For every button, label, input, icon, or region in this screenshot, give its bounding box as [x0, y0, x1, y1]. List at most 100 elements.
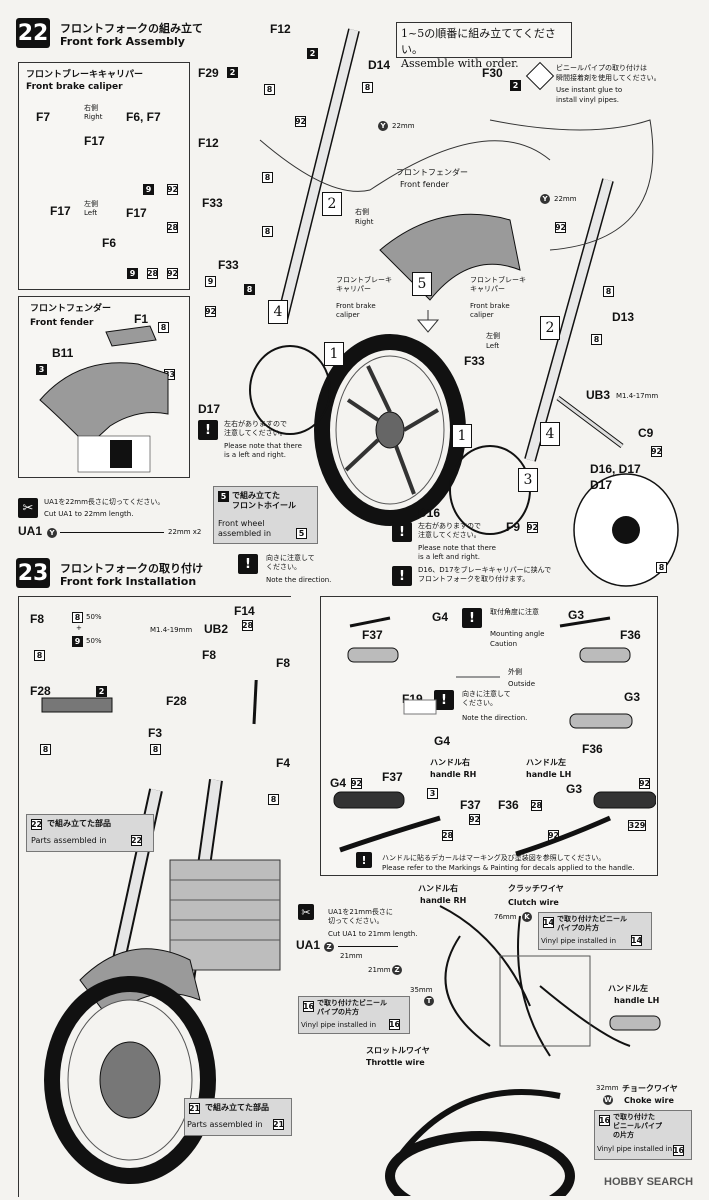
assembled21-box: 21 で組み立てた部品 Parts assembled in 21 [184, 1098, 292, 1136]
rh-jp: ハンドル右 [430, 758, 470, 767]
hp-f37-a: F37 [362, 628, 383, 642]
right-label-jp: 右側 [84, 104, 98, 112]
pipe14-num-a: 14 [542, 917, 555, 928]
cable-lh-en: handle LH [614, 996, 660, 1005]
lh-jp: ハンドル左 [526, 758, 566, 767]
caution-icon-d16d17: ! [392, 566, 412, 586]
wheel-ref-jp: で組み立てた フロントホイール [232, 491, 296, 510]
hp-g4-a: G4 [432, 610, 449, 624]
part-label-f1: F1 [134, 312, 149, 326]
chip-f4-8: 8 [268, 794, 279, 805]
caution-icon-decal: ! [356, 852, 372, 868]
caution-icon-angle: ! [462, 608, 482, 628]
hchip-3: 3 [427, 788, 438, 799]
pipe14-box: 14 で取り付けたビニール パイプの片方 Vinyl pipe installe… [538, 912, 652, 950]
angle-en1: Mounting angle [490, 630, 545, 638]
caliper-r-en: Front brake caliper [336, 302, 376, 319]
part-label-d16: D16 [418, 506, 441, 520]
chip-8-e: 92 [204, 306, 217, 317]
part-label-d17: D17 [198, 402, 221, 416]
cable-rh-en: handle RH [420, 896, 467, 905]
part-label-d13: D13 [612, 310, 635, 324]
chip-92-e: 8 [603, 286, 614, 297]
chip-8-c: 8 [262, 226, 273, 237]
step-23-number: 23 [16, 558, 50, 588]
hp-f36-c: F36 [498, 798, 519, 812]
part-label-f33-a: F33 [202, 196, 223, 210]
order-note-en: Assemble with order. [401, 57, 519, 70]
part-label-d17-b: D17 [590, 478, 613, 492]
hp-g4-b: G4 [434, 734, 451, 748]
ua1-y-marker: Y [47, 528, 57, 538]
step-23-frame [18, 596, 291, 1197]
step-badge-1b: 1 [452, 424, 472, 448]
fender-box-title-en: Front fender [30, 318, 94, 328]
ua1-label: UA1 [18, 524, 43, 538]
clutch-size: 76mm [494, 913, 517, 921]
ua1b-label: UA1 [296, 938, 321, 952]
chip-92-b: 9 [205, 276, 216, 287]
hp-g3-b: G3 [624, 690, 641, 704]
pipe16b-jp: で取り付けた ビニールパイプ の片方 [613, 1113, 662, 1139]
outside-en: Outside [508, 680, 536, 688]
part-label-f12-top: F12 [270, 22, 291, 36]
dir2-en: Note the direction. [462, 714, 528, 722]
wheel-ref-en: Front wheel assembled in [218, 519, 272, 538]
pipe14-num-b: 14 [630, 935, 643, 946]
part-label-f33-c: F33 [464, 354, 485, 368]
part-label-f17-c: F17 [126, 206, 147, 220]
step-badge-5: 5 [412, 272, 432, 296]
part-label-f6: F6 [102, 236, 117, 250]
hchip-92-a: 92 [350, 778, 363, 789]
caliper-l-jp: フロントブレーキ キャリパー [470, 276, 526, 293]
hchip-28-a: 28 [441, 830, 454, 841]
order-note-box: 1~5の順番に組み立ててください。 Assemble with order. [396, 22, 572, 70]
d17-note-jp: 左右がありますので 注意してください。 [224, 420, 287, 437]
chip-8-b: 8 [262, 172, 273, 183]
ua1b-length-line [338, 946, 398, 947]
paint-plus: + [76, 624, 82, 632]
throttle-jp: スロットルワイヤ [366, 1046, 430, 1055]
hp-g4-c: G4 [330, 776, 347, 790]
hchip-92-b: 92 [468, 814, 481, 825]
left-label-en: Left [84, 209, 98, 217]
outside-jp: 外側 [508, 668, 522, 676]
part-label-d14: D14 [368, 58, 391, 72]
step-badge-2a: 2 [322, 192, 342, 216]
ua1b-cut-jp: UA1を21mm長さに 切ってください。 [328, 908, 393, 925]
part-label-f9: F9 [506, 520, 521, 534]
assembled22-box: 22 で組み立てた部品 Parts assembled in 22 [26, 814, 154, 852]
part-label-ub3: UB3 [586, 388, 611, 402]
step-23-title-jp: フロントフォークの取り付け [60, 562, 203, 575]
chip-f12-8: 8 [264, 84, 275, 95]
paint-pct-a: 50% [86, 613, 102, 621]
part-label-f33-b: F33 [218, 258, 239, 272]
hp-f36-a: F36 [620, 628, 641, 642]
angle-jp: 取付角度に注意 [490, 608, 539, 616]
step-badge-3: 3 [518, 468, 538, 492]
step-badge-4b: 4 [540, 422, 560, 446]
wheel-ref-num: 5 [218, 491, 229, 502]
hchip-92-d: 92 [638, 778, 651, 789]
choke-size: 32mm [596, 1084, 619, 1092]
pipe-y-marker-b: Y [540, 194, 550, 204]
glue-note-en2: install vinyl pipes. [556, 96, 620, 104]
part-label-f4: F4 [276, 756, 291, 770]
part-label-f8-b: F8 [276, 656, 291, 670]
caution-icon-ua1b: ✂ [298, 904, 314, 920]
color-chip-9b: 9 [127, 268, 138, 279]
direction-note-jp: 向きに注意して ください。 [266, 554, 315, 571]
step-23-title-en: Front fork Installation [60, 575, 197, 588]
ua1b-cut-en: Cut UA1 to 21mm length. [328, 930, 418, 938]
assembled21-jp: で組み立てた部品 [205, 1103, 269, 1112]
glue-note-en1: Use instant glue to [556, 86, 623, 94]
caliper-r-side-jp: 右側 [355, 208, 369, 216]
pipe16a-box: 16 で取り付けたビニール パイプの片方 Vinyl pipe installe… [298, 996, 410, 1034]
pipe-y-marker-a: Y [378, 121, 388, 131]
color-chip-28b: 28 [146, 268, 159, 279]
handle-detail-box [320, 596, 658, 876]
paint-pct-b: 50% [86, 637, 102, 645]
part-label-f14: F14 [234, 604, 255, 618]
part-label-f8-paint: F8 [30, 612, 45, 626]
choke-jp: チョークワイヤ [622, 1084, 678, 1093]
